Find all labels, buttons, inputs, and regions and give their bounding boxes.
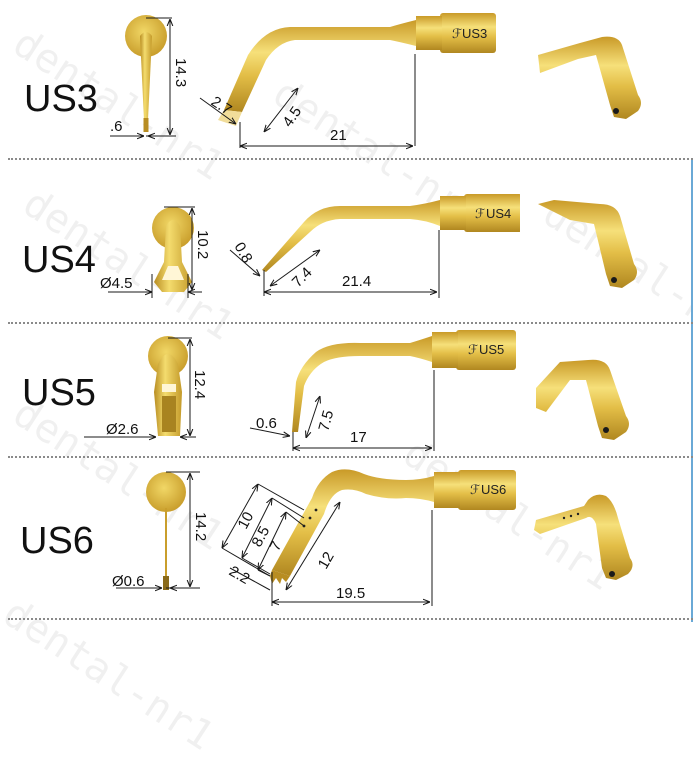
- model-label: US3: [24, 78, 98, 120]
- model-label: US5: [22, 372, 96, 414]
- side-view-diagram: ℱ US4 21.4 0.8 7.4: [229, 194, 520, 298]
- side-view-diagram: ℱ US3 21 2.7 4.5: [199, 13, 496, 158]
- engraving-label: US5: [479, 342, 504, 357]
- diameter-dimension: Ø0.6: [110, 118, 123, 135]
- diameter-dimension: Ø0.6: [112, 573, 145, 590]
- engraving-label: US3: [462, 26, 487, 41]
- section-divider: [8, 456, 693, 458]
- product-3d-render: [534, 494, 633, 580]
- working-length-dimension: 7.5: [315, 408, 337, 433]
- reach-dimension: 21.4: [342, 273, 371, 290]
- engraving-label: ℱ: [468, 342, 478, 357]
- height-dimension: 12.4: [191, 370, 208, 399]
- height-dimension: 14.2: [192, 512, 209, 541]
- model-label: US4: [22, 239, 96, 281]
- engraving-label: US4: [486, 206, 511, 221]
- section-divider: [8, 618, 693, 620]
- engraving-label: US6: [481, 482, 506, 497]
- tip-width-dimension: 0.6: [256, 415, 277, 432]
- depth-mark-7: 7: [267, 539, 286, 554]
- model-label: US6: [20, 520, 94, 562]
- engraving-label: ℱ: [470, 482, 480, 497]
- working-length-dimension: 7.4: [289, 264, 316, 291]
- side-view-diagram: ℱ US6 19.5 10 8.5 7 2.2 12: [200, 469, 516, 606]
- product-3d-render: [536, 359, 629, 440]
- front-view-diagram: 12.4 Ø2.6: [84, 336, 208, 456]
- section-divider: [8, 158, 693, 160]
- working-length-dimension: 12: [315, 549, 338, 572]
- height-dimension: 14.3: [172, 58, 189, 87]
- front-view-diagram: 14.3 Ø0.6: [110, 15, 189, 158]
- tip-section-us4: US4 10.2 Ø4.5 ℱ US4 21.4 0.8 7.4: [0, 162, 693, 322]
- height-dimension: 10.2: [194, 230, 211, 259]
- engraving-label: ℱ: [475, 206, 485, 221]
- tip-section-us6: US6 14.2 Ø0.6 ℱ US6 19.5 10 8.5: [0, 458, 693, 622]
- tip-section-us3: US3 14.3 Ø0.6 ℱ US3 21 2.7 4.5: [0, 0, 693, 158]
- product-3d-render: [538, 36, 641, 119]
- tip-width-dimension: 2.2: [226, 563, 253, 588]
- tip-width-dimension: 0.8: [231, 240, 256, 267]
- engraving-label: ℱ: [452, 26, 462, 41]
- front-view-diagram: 14.2 Ø0.6: [112, 471, 209, 622]
- reach-dimension: 21: [330, 127, 347, 144]
- diameter-dimension: Ø4.5: [100, 275, 133, 292]
- section-divider: [8, 322, 693, 324]
- page-right-border: [691, 160, 693, 622]
- depth-mark-10: 10: [235, 509, 258, 532]
- product-3d-render: [538, 200, 637, 288]
- front-view-diagram: 10.2 Ø4.5: [100, 206, 211, 298]
- diameter-dimension: Ø2.6: [106, 421, 139, 438]
- reach-dimension: 17: [350, 429, 367, 446]
- reach-dimension: 19.5: [336, 585, 365, 602]
- side-view-diagram: ℱ US5 17 0.6 7.5: [249, 330, 516, 456]
- tip-section-us5: US5 12.4 Ø2.6 ℱ US5 17 0.6 7.5: [0, 324, 693, 456]
